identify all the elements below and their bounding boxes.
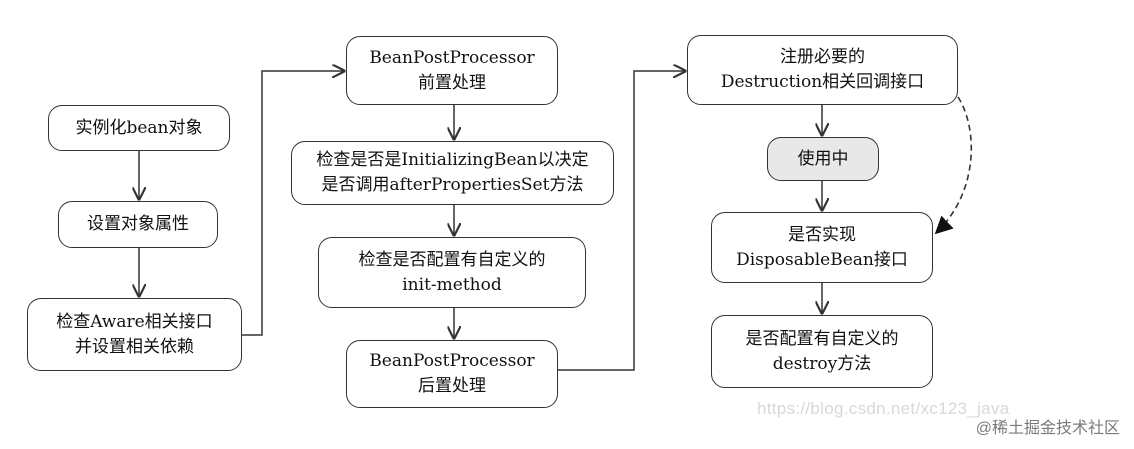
node-instantiate-bean: 实例化bean对象	[48, 105, 230, 151]
node-label-line2: 是否调用afterPropertiesSet方法	[321, 175, 584, 195]
node-in-use: 使用中	[767, 137, 879, 181]
node-label-line1: 是否配置有自定义的	[745, 328, 899, 349]
watermark-url: https://blog.csdn.net/xc123_java	[757, 399, 1010, 418]
node-label-line1: 检查是否配置有自定义的	[358, 249, 546, 270]
node-destroy-method: 是否配置有自定义的 destroy方法	[711, 315, 933, 388]
node-label-line2: init-method	[402, 274, 502, 295]
node-label-line2: DisposableBean接口	[736, 249, 908, 270]
node-label-line2: 并设置相关依赖	[75, 336, 194, 357]
watermark-brand: @稀土掘金技术社区	[975, 420, 1120, 437]
arrow-aware-to-bpp-before	[242, 71, 344, 336]
node-disposable-bean: 是否实现 DisposableBean接口	[711, 212, 933, 283]
node-label-line1: BeanPostProcessor	[369, 47, 535, 68]
dashed-arrow-register-to-disposable	[934, 96, 973, 235]
node-label-line1: 检查Aware相关接口	[56, 311, 213, 332]
arrow-bpp-after-to-register	[558, 71, 685, 371]
node-label-line2: 前置处理	[418, 72, 486, 93]
node-label-line2: Destruction相关回调接口	[720, 72, 925, 92]
node-label-line2: destroy方法	[772, 353, 872, 374]
node-bpp-before: BeanPostProcessor 前置处理	[346, 36, 558, 105]
node-set-properties: 设置对象属性	[58, 201, 218, 248]
node-label-line1: 检查是否是InitializingBean以决定	[316, 150, 589, 170]
node-check-aware: 检查Aware相关接口 并设置相关依赖	[27, 298, 242, 371]
node-init-method: 检查是否配置有自定义的 init-method	[318, 237, 586, 308]
node-label-line1: 是否实现	[788, 224, 856, 245]
node-label: 实例化bean对象	[75, 117, 203, 138]
node-register-destruction: 注册必要的 Destruction相关回调接口	[687, 35, 958, 105]
node-bpp-after: BeanPostProcessor 后置处理	[346, 340, 558, 408]
node-label-line1: 注册必要的	[780, 47, 865, 67]
node-label-line2: 后置处理	[418, 376, 486, 396]
node-initializing-bean: 检查是否是InitializingBean以决定 是否调用afterProper…	[291, 141, 614, 205]
node-label: 使用中	[797, 148, 849, 169]
node-label-line1: BeanPostProcessor	[369, 351, 535, 371]
node-label: 设置对象属性	[87, 214, 189, 234]
